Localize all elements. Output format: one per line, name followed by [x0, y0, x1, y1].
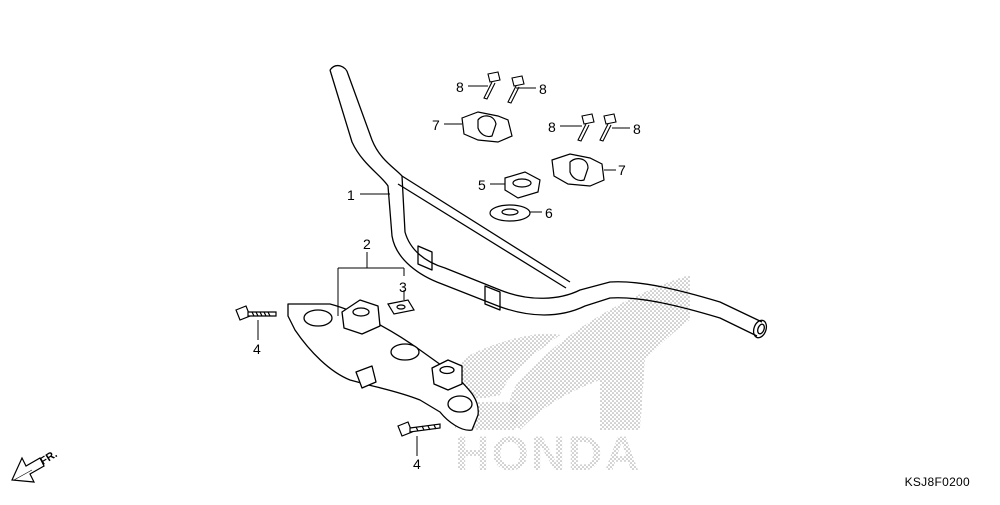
bolt-part-4-lower — [397, 421, 441, 437]
callout-part-3: 3 — [399, 279, 407, 295]
callout-part-6: 6 — [545, 205, 553, 221]
callout-part-8-d: 8 — [633, 121, 641, 137]
callout-part-2: 2 — [363, 236, 371, 252]
honda-wordmark: HONDA — [455, 428, 641, 481]
plate-part-3 — [387, 299, 415, 315]
diagram-code: KSJ8F0200 — [904, 475, 970, 489]
callout-part-8-b: 8 — [539, 81, 547, 97]
callout-part-4-lower: 4 — [413, 456, 421, 472]
upper-clamp-part-2 — [287, 299, 479, 431]
callout-part-4-upper: 4 — [253, 341, 261, 357]
holder-part-7-lower — [551, 153, 605, 187]
honda-text: HONDA — [455, 428, 641, 481]
callout-part-5: 5 — [478, 177, 486, 193]
callout-part-8-c: 8 — [548, 119, 556, 135]
honda-wing-logo — [450, 275, 690, 430]
front-direction-arrow-icon — [11, 456, 45, 483]
bolt-part-8-b — [507, 75, 525, 104]
callout-part-1: 1 — [347, 187, 355, 203]
bolt-part-8-d — [599, 113, 617, 142]
bolt-part-4-upper — [235, 305, 277, 321]
callout-part-8-a: 8 — [456, 79, 464, 95]
leader-lines — [257, 85, 630, 456]
washer-part-6 — [489, 204, 531, 222]
nut-part-5 — [504, 171, 541, 199]
callout-part-7-lower: 7 — [618, 162, 626, 178]
handlebar-part-1 — [329, 64, 768, 339]
bolt-part-8-c — [577, 113, 595, 142]
holder-part-7-upper — [461, 111, 513, 143]
callout-part-7-upper: 7 — [432, 117, 440, 133]
bolt-part-8-a — [483, 71, 501, 100]
